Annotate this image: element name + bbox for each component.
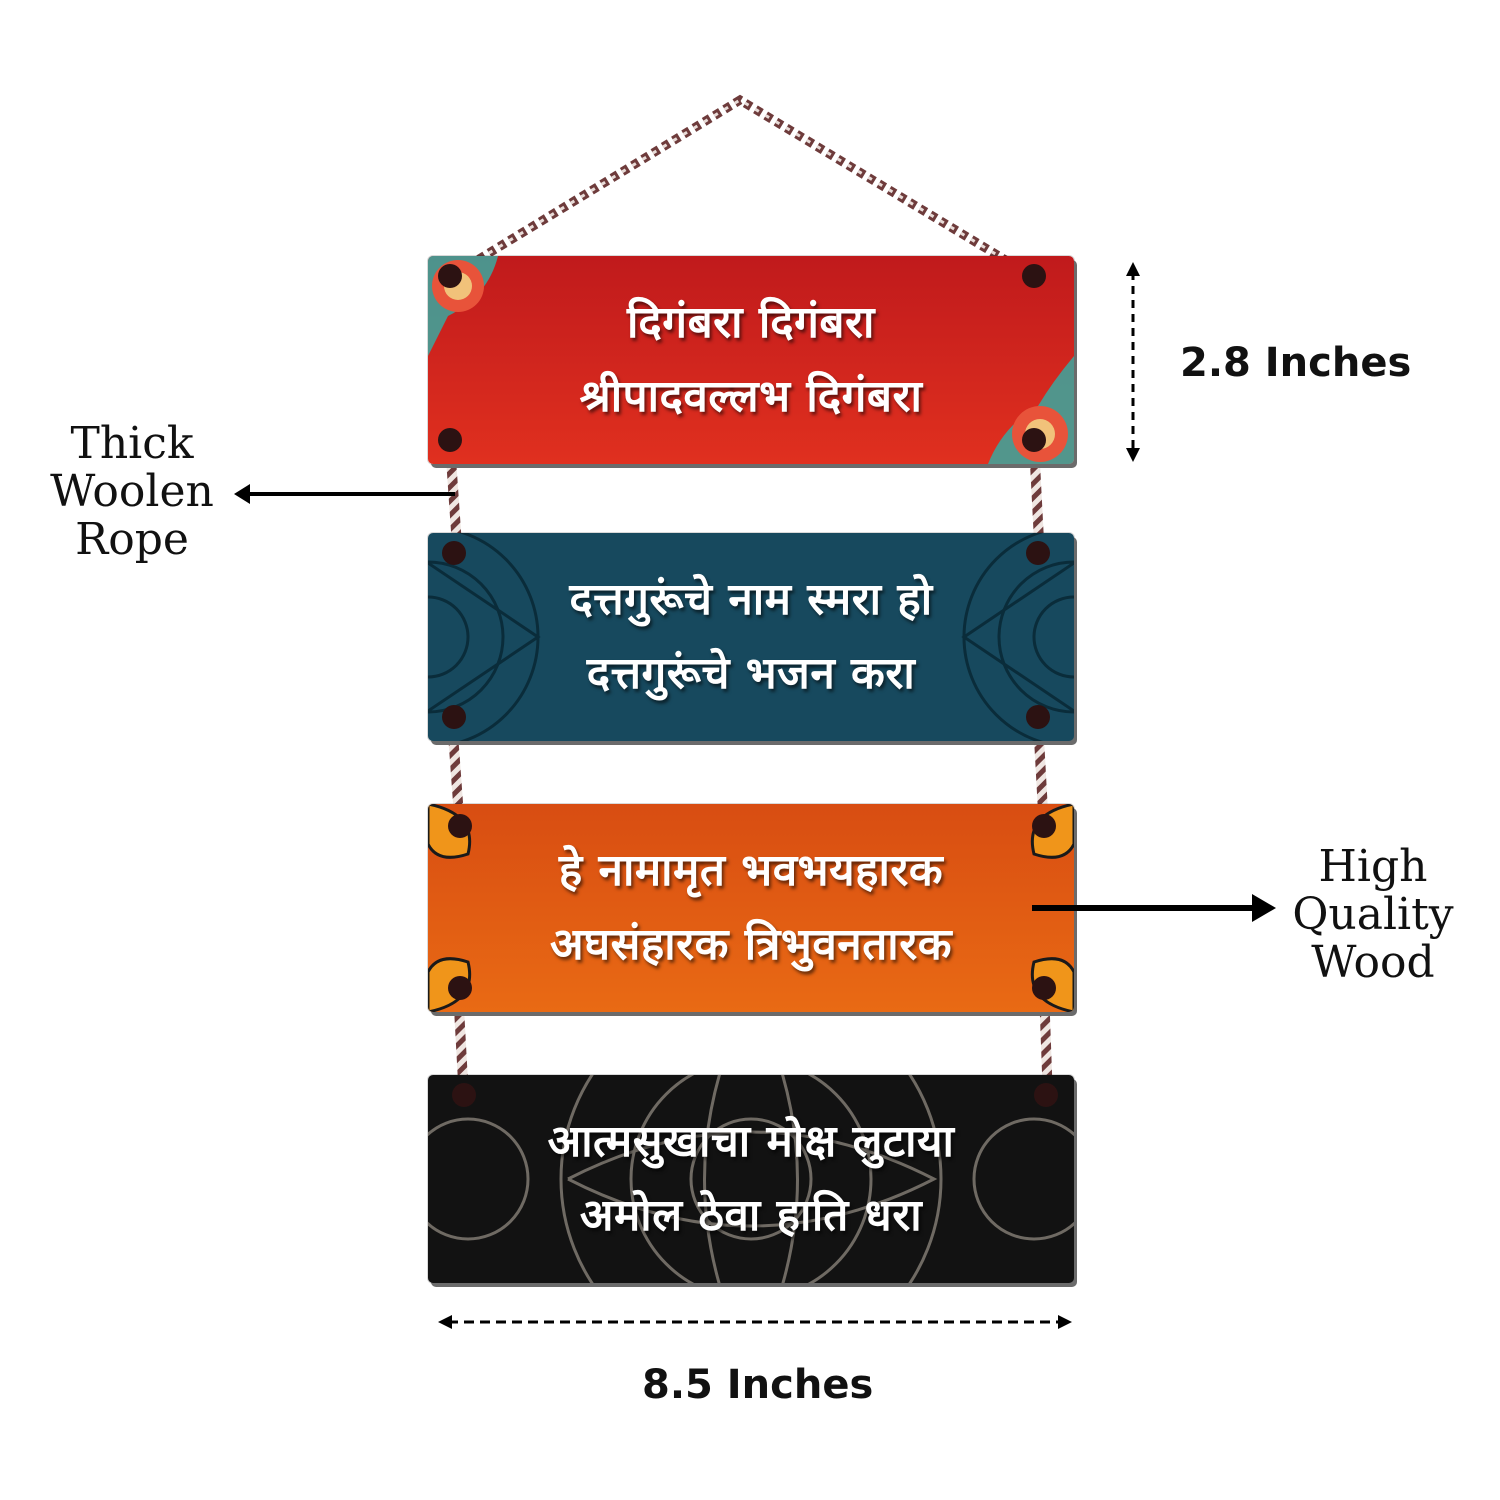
plank-1: दिगंबरा दिगंबरा श्रीपादवल्लभ दिगंबरा [428,256,1074,464]
width-dimension-label: 8.5 Inches [642,1362,874,1408]
rope-hole [1026,705,1050,729]
rope-hole [1022,428,1046,452]
rope-hole [1032,814,1056,838]
plank-4-line-1: आत्मसुखाचा मोक्ष लुटाया [547,1116,955,1167]
rope-hole [442,541,466,565]
rope-hole [1026,541,1050,565]
plank-2: दत्तगुरूंचे नाम स्मरा हो दत्तगुरूंचे भजन… [428,533,1074,741]
rope-hole [448,976,472,1000]
mandala-pattern-icon [428,1075,1074,1283]
rope-hole [448,814,472,838]
rope-hole [1034,1083,1058,1107]
rope-hole [442,705,466,729]
plank-4-line-2: अमोल ठेवा हाति धरा [579,1190,923,1241]
plank-3: हे नामामृत भवभयहारक अघसंहारक त्रिभुवनतार… [428,804,1074,1012]
rope-hole [438,428,462,452]
plank-4: आत्मसुखाचा मोक्ष लुटाया अमोल ठेवा हाति ध… [428,1075,1074,1283]
plank-2-line-2: दत्तगुरूंचे भजन करा [586,648,916,699]
plank-3-line-1: हे नामामृत भवभयहारक [558,845,944,896]
rope-hole [438,264,462,288]
plank-3-line-2: अघसंहारक त्रिभुवनतारक [550,919,952,970]
plank-2-line-1: दत्तगुरूंचे नाम स्मरा हो [569,574,933,625]
height-dimension-label: 2.8 Inches [1180,340,1412,386]
plank-1-line-2: श्रीपादवल्लभ दिगंबरा [579,371,923,422]
rope-hole [452,1083,476,1107]
rope-hole [1032,976,1056,1000]
rope-callout: Thick Woolen Rope [50,418,214,565]
plank-1-line-1: दिगंबरा दिगंबरा [627,297,875,348]
rope-hole [1022,264,1046,288]
wood-callout: High Quality Wood [1292,841,1454,988]
mandala-pattern-icon [428,533,1074,741]
